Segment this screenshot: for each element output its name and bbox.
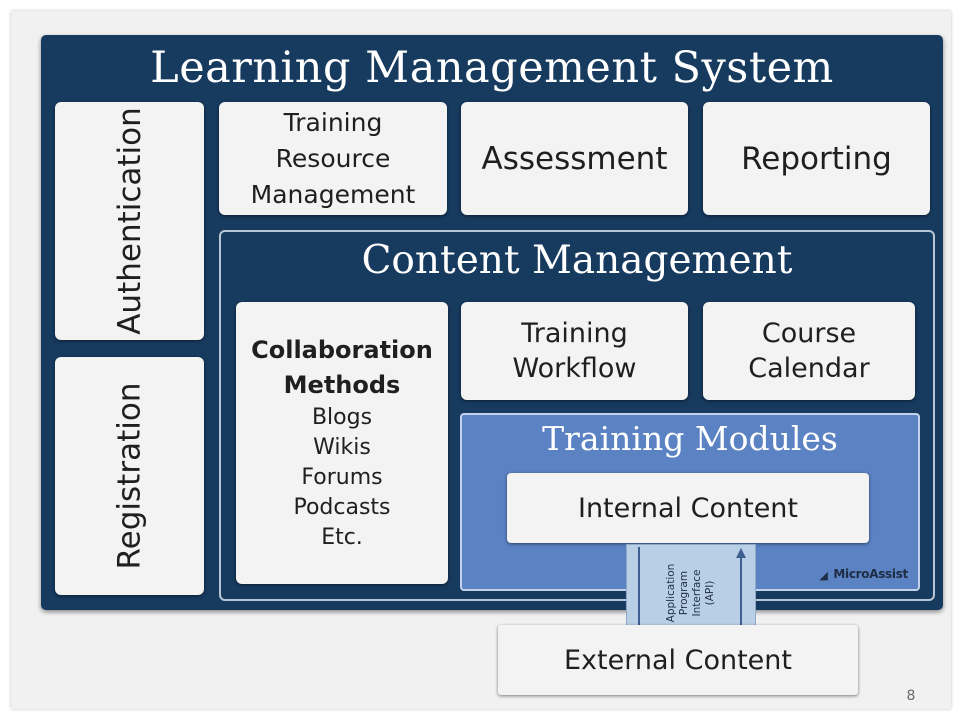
microassist-logo: ◢ MicroAssist [819, 567, 908, 581]
collaboration-item: Etc. [321, 525, 363, 550]
assessment-label: Assessment [481, 140, 668, 177]
lms-title: Learning Management System [150, 43, 834, 93]
training-workflow-line-2: Workflow [512, 353, 637, 384]
collaboration-item: Blogs [311, 405, 373, 430]
course-calendar-label: Course Calendar [748, 316, 869, 386]
training-workflow-box: Training Workflow [461, 302, 688, 400]
lms-frame: Learning Management System Authenticatio… [41, 35, 943, 610]
slide: Learning Management System Authenticatio… [11, 11, 951, 709]
external-content-label: External Content [564, 644, 792, 676]
collaboration-heading: Collaboration Methods [251, 333, 433, 403]
internal-content-label: Internal Content [577, 492, 799, 524]
trm-line-3: Management [250, 179, 416, 209]
assessment-box: Assessment [461, 102, 688, 215]
api-up-arrow-head [736, 548, 746, 558]
collaboration-heading-line-2: Methods [283, 371, 401, 399]
content-management-frame: Content Management Collaboration Methods… [219, 230, 935, 601]
internal-content-box: Internal Content [507, 473, 869, 543]
collaboration-methods-box: Collaboration Methods Blogs Wikis Forums… [236, 302, 448, 584]
collaboration-item: Podcasts [293, 495, 391, 520]
training-modules-frame: Training Modules Internal Content ◢ Micro… [460, 413, 920, 591]
course-calendar-line-2: Calendar [748, 353, 870, 384]
page-number: 8 [906, 688, 916, 704]
registration-box: Registration [55, 357, 204, 595]
reporting-box: Reporting [703, 102, 930, 215]
training-workflow-label: Training Workflow [513, 316, 637, 386]
collaboration-heading-line-1: Collaboration [251, 336, 433, 364]
external-content-box: External Content [498, 625, 858, 695]
training-workflow-line-1: Training [521, 318, 628, 349]
course-calendar-line-1: Course [761, 318, 857, 349]
course-calendar-box: Course Calendar [703, 302, 915, 400]
training-modules-title: Training Modules [542, 419, 838, 458]
authentication-label: Authentication [111, 107, 148, 335]
registration-label: Registration [111, 382, 148, 570]
collaboration-item: Forums [301, 465, 383, 490]
training-resource-management-label: Training Resource Management [251, 105, 416, 213]
training-resource-management-box: Training Resource Management [219, 102, 447, 215]
authentication-box: Authentication [55, 102, 204, 340]
trm-line-2: Resource [275, 143, 391, 173]
microassist-logo-icon: ◢ [819, 569, 828, 582]
reporting-label: Reporting [741, 140, 892, 177]
collaboration-item: Wikis [313, 435, 371, 460]
trm-line-1: Training [283, 107, 383, 137]
microassist-logo-text: MicroAssist [833, 567, 908, 581]
content-management-title: Content Management [361, 238, 793, 283]
